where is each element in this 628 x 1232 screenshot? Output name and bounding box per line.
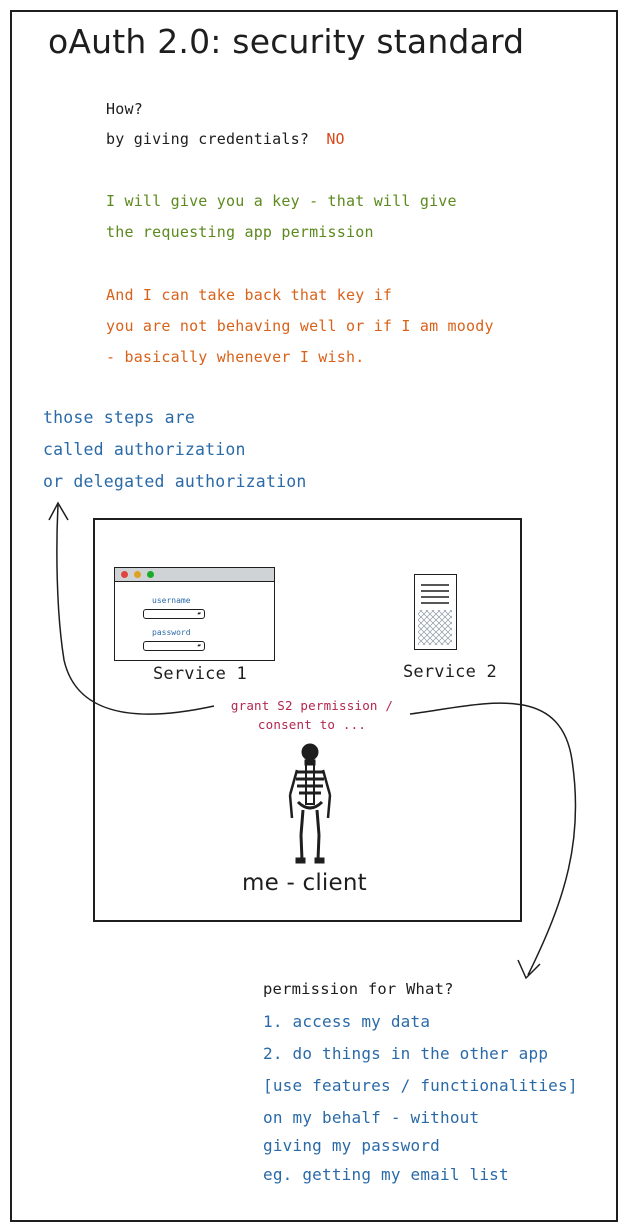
permission-line-6: eg. getting my email list (263, 1165, 509, 1184)
skeleton-figure-icon (288, 743, 332, 864)
credentials-line: by giving credentials? NO (106, 130, 345, 148)
grant-line-2: consent to ... (257, 717, 367, 732)
credentials-answer: NO (326, 130, 345, 148)
service-2-label: Service 2 (403, 662, 497, 682)
arrow-head-up-icon (48, 501, 69, 521)
grant-line-1: grant S2 permission / (230, 698, 394, 713)
take-back-line-2: you are not behaving well or if I am moo… (106, 317, 494, 335)
key-line-2: the requesting app permission (106, 223, 374, 241)
credentials-question: by giving credentials? (106, 130, 310, 148)
permission-item-1: 1. access my data (263, 1012, 431, 1031)
how-question: How? (106, 100, 143, 118)
page-title: oAuth 2.0: security standard (48, 22, 525, 61)
permission-line-4: on my behalf - without (263, 1108, 480, 1127)
permission-item-2: 2. do things in the other app (263, 1044, 549, 1063)
service-1-label: Service 1 (153, 664, 247, 684)
password-label: password (152, 628, 191, 637)
window-title-bar (115, 568, 274, 582)
arrow-to-auth-note (56, 504, 215, 715)
arrow-to-permission (409, 702, 577, 976)
auth-note-line-1: those steps are (43, 408, 196, 427)
auth-note-line-3: or delegated authorization (43, 472, 307, 491)
auth-note-line-2: called authorization (43, 440, 246, 459)
client-label: me - client (242, 870, 367, 896)
diagram-box (93, 518, 522, 922)
username-cursor-icon: ▰ (197, 610, 201, 617)
login-window-illustration: username ▰ password ▰ (114, 567, 275, 661)
key-line-1: I will give you a key - that will give (106, 192, 457, 210)
permission-question: permission for What? (263, 980, 454, 998)
server-detail-icon (418, 584, 452, 645)
username-label: username (152, 596, 191, 605)
username-field: ▰ (143, 609, 205, 619)
permission-line-5: giving my password (263, 1136, 440, 1155)
take-back-line-1: And I can take back that key if (106, 286, 393, 304)
take-back-line-3: - basically whenever I wish. (106, 348, 365, 366)
maximize-dot-icon (147, 571, 154, 578)
server-icon (414, 574, 457, 650)
close-dot-icon (121, 571, 128, 578)
password-field: ▰ (143, 641, 205, 651)
minimize-dot-icon (134, 571, 141, 578)
page-frame (10, 10, 618, 1222)
permission-item-3: [use features / functionalities] (263, 1076, 578, 1095)
grant-permission-note: grant S2 permission / consent to ... (214, 696, 410, 734)
arrow-head-down-icon (517, 959, 541, 980)
password-cursor-icon: ▰ (197, 642, 201, 649)
